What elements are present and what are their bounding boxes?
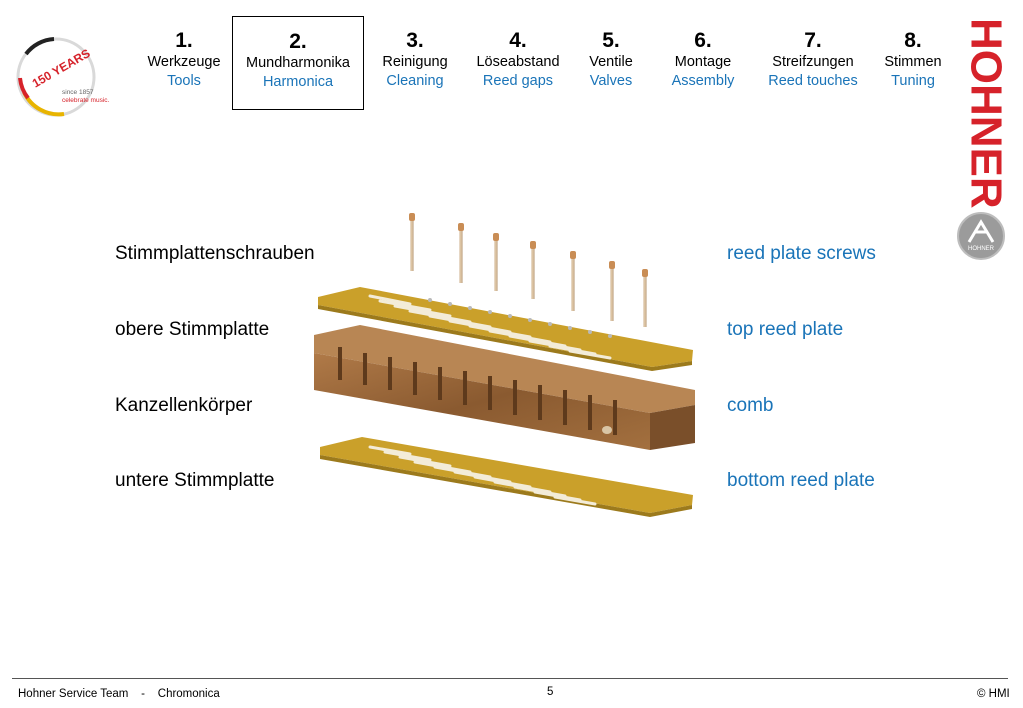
label-reed-plate-screws-en: reed plate screws bbox=[727, 243, 876, 264]
nav-label-de: Stimmen bbox=[884, 54, 942, 70]
nav-number: 1. bbox=[175, 29, 193, 52]
nav-label-de: Werkzeuge bbox=[147, 54, 221, 70]
nav-item-valves[interactable]: 5. Ventile Valves bbox=[576, 16, 646, 110]
reed-plate-screws bbox=[409, 213, 648, 327]
logo-since-text: since 1857 bbox=[62, 89, 94, 96]
nav-number: 7. bbox=[804, 29, 822, 52]
nav-item-tools[interactable]: 1. Werkzeuge Tools bbox=[140, 16, 228, 110]
label-bottom-reed-plate-de: untere Stimmplatte bbox=[115, 470, 275, 491]
bottom-reed-plate bbox=[320, 437, 693, 517]
logo-slogan-text: celebrate music. bbox=[62, 97, 110, 104]
nav-item-reed-touches[interactable]: 7. Streifzungen Reed touches bbox=[758, 16, 868, 110]
nav-number: 5. bbox=[602, 29, 620, 52]
nav-label-de: Löseabstand bbox=[476, 54, 560, 70]
nav-label-en: Assembly bbox=[671, 73, 735, 89]
nav-label-de: Ventile bbox=[589, 54, 633, 70]
nav-label-de: Montage bbox=[674, 54, 732, 70]
harmonica-exploded-diagram bbox=[314, 213, 695, 517]
nav-label-en: Tools bbox=[167, 73, 201, 89]
comb bbox=[314, 325, 695, 450]
label-top-reed-plate-de: obere Stimmplatte bbox=[115, 319, 270, 340]
nav-number: 4. bbox=[509, 29, 527, 52]
nav-label-de: Mundharmonika bbox=[246, 55, 350, 71]
nav-item-cleaning[interactable]: 3. Reinigung Cleaning bbox=[370, 16, 460, 110]
nav-label-de: Reinigung bbox=[382, 54, 448, 70]
hohner-emblem-text: HOHNER bbox=[968, 246, 995, 252]
nav-label-en: Tuning bbox=[891, 73, 935, 89]
label-comb-de: Kanzellenkörper bbox=[115, 395, 253, 416]
hohner-logo: HOHNER HOHNER bbox=[957, 18, 1010, 260]
nav-number: 6. bbox=[694, 29, 712, 52]
screw bbox=[570, 251, 576, 311]
screw bbox=[609, 261, 615, 321]
nav-number: 3. bbox=[406, 29, 424, 52]
label-bottom-reed-plate-en: bottom reed plate bbox=[727, 470, 875, 491]
nav-label-en: Reed gaps bbox=[482, 73, 554, 89]
nav-number: 8. bbox=[904, 29, 922, 52]
footer-title: Hohner Service Team - Chromonica bbox=[18, 688, 220, 700]
nav-item-harmonica[interactable]: 2. Mundharmonika Harmonica bbox=[232, 16, 364, 110]
nav-label-en: Valves bbox=[589, 73, 633, 89]
footer-divider bbox=[12, 678, 1008, 679]
screw bbox=[458, 223, 464, 283]
screw bbox=[642, 269, 648, 327]
screw bbox=[530, 241, 536, 299]
nav-item-reed-gaps[interactable]: 4. Löseabstand Reed gaps bbox=[466, 16, 570, 110]
top-reed-plate bbox=[318, 287, 693, 371]
copyright: © HMI bbox=[977, 688, 1010, 700]
nav-label-en: Reed touches bbox=[768, 73, 858, 89]
150-years-logo: 150 YEARS since 1857 celebrate music. bbox=[16, 37, 110, 117]
nav-item-tuning[interactable]: 8. Stimmen Tuning bbox=[876, 16, 950, 110]
label-reed-plate-screws-de: Stimmplattenschrauben bbox=[115, 243, 315, 264]
nav-label-en: Cleaning bbox=[386, 73, 444, 89]
nav-item-assembly[interactable]: 6. Montage Assembly bbox=[660, 16, 746, 110]
nav-number: 2. bbox=[289, 30, 307, 53]
page-number: 5 bbox=[547, 686, 554, 698]
nav-label-de: Streifzungen bbox=[772, 54, 854, 70]
hohner-wordmark: HOHNER bbox=[961, 18, 1010, 209]
chapter-navigation: 1. Werkzeuge Tools 2. Mundharmonika Harm… bbox=[0, 16, 950, 112]
screw bbox=[409, 213, 415, 271]
label-comb-en: comb bbox=[727, 395, 774, 416]
label-top-reed-plate-en: top reed plate bbox=[727, 319, 844, 340]
screw bbox=[493, 233, 499, 291]
nav-label-en: Harmonica bbox=[262, 74, 334, 90]
